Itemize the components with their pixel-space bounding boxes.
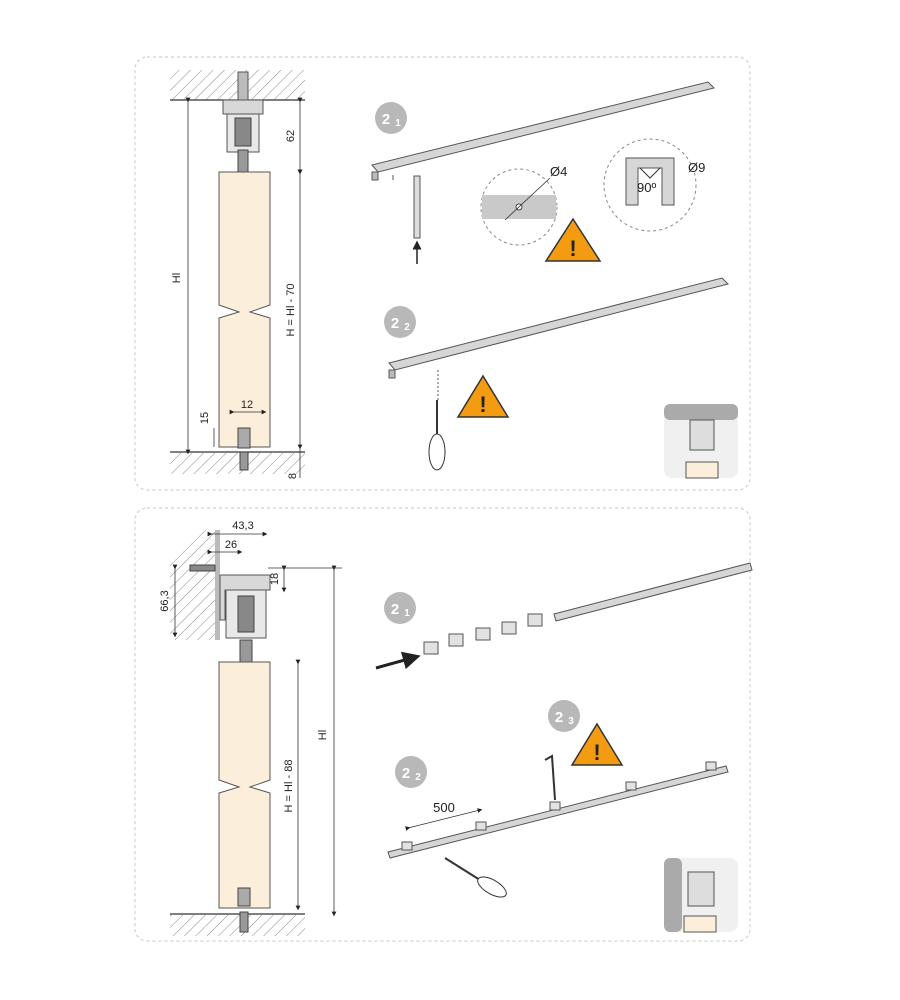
svg-text:2: 2 — [382, 111, 390, 128]
door-leaf-bottom — [218, 661, 271, 933]
wall-hatch — [170, 530, 220, 640]
step-badge-2-3-bottom: 2 3 — [548, 700, 580, 732]
dim-offset-inner: 26 — [225, 539, 237, 551]
svg-text:2: 2 — [402, 765, 410, 782]
dim-guide-height: 15 — [199, 412, 211, 424]
hole-detail-circle — [480, 168, 558, 246]
countersink-diameter-label: Ø9 — [688, 160, 705, 175]
hole-diameter-label: Ø4 — [550, 164, 567, 179]
dim-lines-top — [185, 97, 303, 478]
dim-lines-bottom — [172, 531, 342, 917]
svg-text:2: 2 — [391, 601, 399, 618]
brackets-insert — [375, 613, 543, 670]
top-trolley-assembly — [222, 71, 264, 173]
warning-icon-bottom: ! — [570, 722, 624, 766]
svg-text:!: ! — [569, 236, 576, 261]
countersink-angle-label: 90º — [637, 180, 656, 195]
panel-bottom-frame — [134, 507, 751, 942]
screwdriver-icon-bottom — [444, 857, 507, 898]
panel-bottom: 43,3 26 66,3 18 H = Hl - 88 Hl 2 1 2 3 — [134, 507, 753, 942]
rail-wall-mounted — [387, 761, 729, 859]
thumbnail-wall-mount — [664, 858, 738, 933]
svg-text:!: ! — [479, 392, 486, 417]
svg-text:!: ! — [593, 740, 600, 765]
countersink-detail-circle — [603, 138, 697, 232]
dim-top-gap: 62 — [285, 130, 297, 142]
step-badge-2-1-bottom: 2 1 — [384, 592, 416, 624]
drill-bit — [412, 175, 422, 264]
svg-text:2: 2 — [555, 709, 563, 726]
dim-guide-width: 12 — [241, 399, 253, 411]
screwdriver-icon-top — [428, 400, 446, 471]
panel-top-frame — [134, 56, 751, 491]
dim-floor-gap: 8 — [287, 473, 299, 479]
dim-bracket-spacing-label: 500 — [433, 800, 455, 815]
svg-text:3: 3 — [568, 716, 574, 727]
rail-drilling — [371, 81, 715, 181]
svg-text:2: 2 — [415, 772, 421, 783]
floor-hatch-bottom — [170, 913, 305, 936]
dim-total-height: Hl — [171, 273, 183, 283]
dim-bracket-gap: 18 — [269, 573, 281, 585]
rail-bracket-slide — [553, 562, 753, 622]
dim-door-height: H = Hl - 70 — [285, 284, 297, 337]
door-leaf-top — [218, 171, 271, 471]
panel-top: Hl 62 H = Hl - 70 12 15 8 2 1 Ø4 — [134, 56, 751, 491]
rail-screwing — [388, 277, 729, 400]
svg-text:2: 2 — [404, 322, 410, 333]
warning-icon-top-2: ! — [456, 374, 510, 418]
step-badge-2-1-top: 2 1 — [375, 102, 407, 134]
step-badge-2-2-top: 2 2 — [384, 306, 416, 338]
svg-text:2: 2 — [391, 315, 399, 332]
svg-text:1: 1 — [395, 118, 401, 129]
dim-offset-outer: 43,3 — [232, 520, 253, 532]
dim-total-height-bottom: Hl — [317, 730, 329, 740]
step-badge-2-2-bottom: 2 2 — [395, 756, 427, 788]
floor-hatch — [170, 451, 305, 474]
allen-key-icon — [544, 754, 556, 801]
dim-door-height-bottom: H = Hl - 88 — [283, 760, 295, 813]
warning-icon-top-1: ! — [544, 217, 602, 262]
wall-bracket-assembly — [189, 564, 271, 663]
dim-bracket-spacing — [405, 808, 483, 831]
thumbnail-ceiling-mount — [664, 404, 738, 479]
dim-bracket-height: 66,3 — [159, 590, 171, 611]
svg-text:1: 1 — [404, 608, 410, 619]
